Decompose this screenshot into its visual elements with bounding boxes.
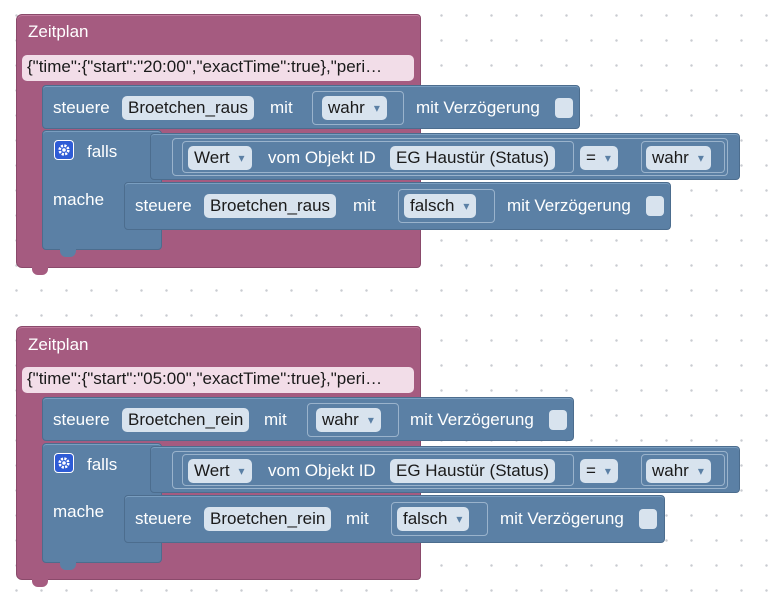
schedule-title: Zeitplan <box>28 335 89 354</box>
set-label: steuere <box>135 196 192 215</box>
delay-checkbox[interactable] <box>555 98 573 118</box>
with-label: mit <box>264 410 287 429</box>
object-name-field[interactable]: Broetchen_raus <box>204 194 337 218</box>
block-connector-notch <box>32 267 48 275</box>
delay-label: mit Verzögerung <box>507 196 631 215</box>
do-label: mache <box>53 502 105 521</box>
delay-checkbox[interactable] <box>639 509 657 529</box>
from-object-label: vom Objekt ID <box>268 461 376 480</box>
delay-label: mit Verzögerung <box>500 509 624 528</box>
from-object-label: vom Objekt ID <box>268 148 376 167</box>
delay-checkbox[interactable] <box>646 196 664 216</box>
with-label: mit <box>353 196 376 215</box>
do-label: mache <box>53 190 105 209</box>
value-dropdown[interactable]: falsch <box>397 507 470 531</box>
delay-label: mit Verzögerung <box>416 98 540 117</box>
object-id-field[interactable]: EG Haustür (Status) <box>390 459 556 483</box>
value-dropdown[interactable]: falsch <box>404 194 477 218</box>
operator-dropdown[interactable]: = <box>580 459 618 483</box>
schedule-title: Zeitplan <box>28 22 89 41</box>
with-label: mit <box>270 98 293 117</box>
compare-value-dropdown[interactable]: wahr <box>646 146 711 170</box>
delay-label: mit Verzögerung <box>410 410 534 429</box>
schedule-time-field[interactable]: {"time":{"start":"05:00","exactTime":tru… <box>22 367 414 393</box>
object-id-field[interactable]: EG Haustür (Status) <box>390 146 556 170</box>
block-connector-notch <box>60 562 76 570</box>
set-label: steuere <box>53 98 110 117</box>
if-label: falls <box>87 142 118 161</box>
compare-value-dropdown[interactable]: wahr <box>646 459 711 483</box>
delay-checkbox[interactable] <box>549 410 567 430</box>
with-label: mit <box>346 509 369 528</box>
object-name-field[interactable]: Broetchen_raus <box>122 96 255 120</box>
gear-icon[interactable] <box>54 453 74 473</box>
object-name-field[interactable]: Broetchen_rein <box>204 507 332 531</box>
attribute-dropdown[interactable]: Wert <box>188 459 252 483</box>
value-dropdown[interactable]: wahr <box>322 96 387 120</box>
block-connector-notch <box>60 249 76 257</box>
gear-icon[interactable] <box>54 140 74 160</box>
block-connector-notch <box>32 579 48 587</box>
schedule-time-field[interactable]: {"time":{"start":"20:00","exactTime":tru… <box>22 55 414 81</box>
operator-dropdown[interactable]: = <box>580 146 618 170</box>
attribute-dropdown[interactable]: Wert <box>188 146 252 170</box>
set-label: steuere <box>53 410 110 429</box>
value-dropdown[interactable]: wahr <box>316 408 381 432</box>
set-label: steuere <box>135 509 192 528</box>
object-name-field[interactable]: Broetchen_rein <box>122 408 250 432</box>
if-label: falls <box>87 455 118 474</box>
